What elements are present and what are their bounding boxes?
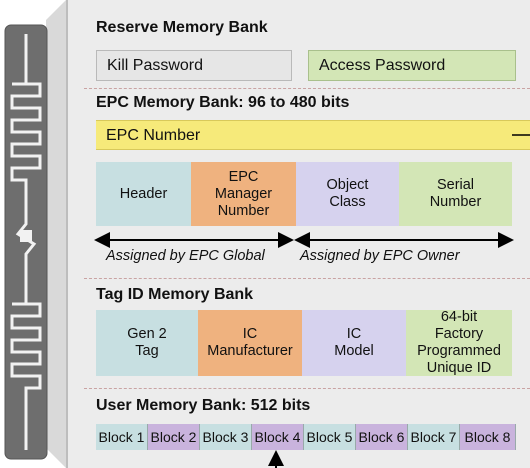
serial-number-field: Serial Number [399,162,512,226]
user-block-1: Block 1 [96,424,148,450]
ic-manufacturer-field: IC Manufacturer [198,310,302,376]
serial-number-label: Serial Number [429,177,482,210]
access-password-field: Access Password [308,50,516,81]
user-block-8: Block 8 [460,424,516,450]
bank-separator [84,388,530,389]
rfid-tag-illustration [4,24,48,460]
assigned-by-epc-global-caption: Assigned by EPC Global [106,248,265,264]
user-block-2: Block 2 [148,424,200,450]
gen2-tag-field: Gen 2 Tag [96,310,198,376]
unique-id-field: 64-bit Factory Programmed Unique ID [406,309,512,376]
user-block-6: Block 6 [356,424,408,450]
assigned-by-epc-owner-caption: Assigned by EPC Owner [300,248,460,264]
unique-id-label: 64-bit Factory Programmed Unique ID [417,309,501,376]
bank-separator [84,88,530,89]
kill-password-field: Kill Password [96,50,292,81]
epc-manager-number-field: EPC Manager Number [191,162,296,226]
user-block-4: Block 4 [252,424,304,450]
object-class-label: Object Class [326,177,369,210]
user-block-3: Block 3 [200,424,252,450]
epc-number-bar: EPC Number [96,120,530,150]
ic-model-label: IC Model [334,326,374,359]
user-block-5: Block 5 [304,424,356,450]
epc-header-field: Header [96,162,191,226]
user-block-7: Block 7 [408,424,460,450]
reserve-bank-title: Reserve Memory Bank [96,19,268,36]
bank-separator [84,278,530,279]
ic-manufacturer-label: IC Manufacturer [207,326,293,359]
gen2-tag-label: Gen 2 Tag [127,326,167,359]
object-class-field: Object Class [296,162,399,226]
user-bank-title: User Memory Bank: 512 bits [96,397,311,414]
epc-manager-number-label: EPC Manager Number [214,168,273,219]
tid-bank-title: Tag ID Memory Bank [96,286,254,303]
epc-bank-title: EPC Memory Bank: 96 to 480 bits [96,94,350,111]
ic-model-field: IC Model [302,310,406,376]
epc-header-label: Header [119,185,168,202]
